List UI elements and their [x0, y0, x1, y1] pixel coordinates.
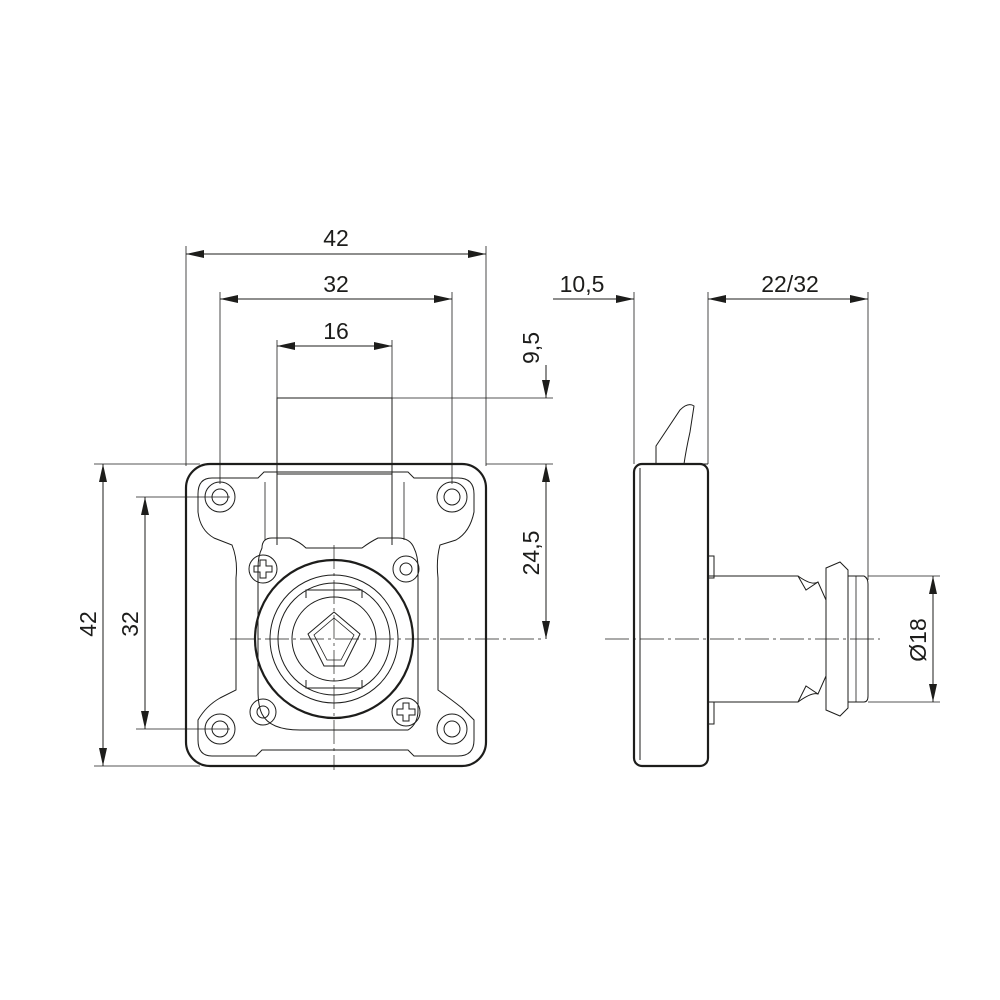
bolt: [276, 397, 393, 475]
cylinder-boss: [257, 537, 419, 731]
front-plate-inner-contour: [197, 471, 475, 757]
dimension-lines: [94, 246, 940, 767]
cylinder-cap: [847, 575, 869, 703]
side-latch: [655, 404, 695, 465]
front-plate-outline: [184, 462, 488, 768]
dim-label-cylinder-diameter: Ø18: [905, 618, 931, 661]
dim-label-offset-to-center: 24,5: [518, 531, 544, 576]
screw-icon-top-left: [248, 554, 278, 584]
dim-label-cylinder-length: 22/32: [761, 271, 819, 297]
dim-label-body-depth: 10,5: [560, 271, 605, 297]
dim-label-width-overall: 42: [323, 225, 349, 251]
front-view: [184, 397, 545, 770]
screw-icon-bottom-right: [391, 697, 421, 727]
dim-label-bolt-width: 16: [323, 318, 349, 344]
dim-label-height-overall: 42: [75, 611, 101, 637]
cylinder-flange: [825, 561, 849, 717]
side-body: [632, 462, 710, 768]
dim-label-bolt-projection: 9,5: [518, 332, 544, 364]
screw-boss-top-right: [392, 555, 420, 583]
mounting-hole-top-right: [436, 481, 468, 513]
screw-boss-bottom-left: [249, 698, 277, 726]
dim-label-hole-spacing-h: 32: [323, 271, 349, 297]
side-view: [605, 404, 880, 768]
dim-label-hole-spacing-v: 32: [117, 611, 143, 637]
mounting-hole-bottom-right: [436, 713, 468, 745]
